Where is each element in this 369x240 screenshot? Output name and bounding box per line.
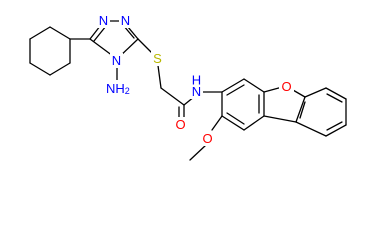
svg-text:N: N	[99, 13, 108, 28]
atom-label-furan-o: O	[279, 79, 294, 94]
svg-text:O: O	[202, 131, 212, 146]
aryl-methoxy-bond	[211, 115, 223, 131]
svg-text:S: S	[153, 51, 162, 66]
methoxy-methyl-bond	[189, 144, 207, 161]
svg-text:N: N	[112, 53, 121, 68]
atom-label-amide-n: N H	[190, 73, 203, 99]
atom-label-amino: NH2	[105, 80, 133, 96]
atom-label-n4: N	[110, 53, 123, 68]
svg-text:N: N	[121, 13, 130, 28]
svg-text:O: O	[175, 117, 185, 132]
svg-text:H: H	[192, 73, 201, 88]
atom-label-n1: N	[97, 13, 110, 28]
atom-label-carbonyl-o: O	[173, 117, 188, 132]
dibenzofuran-left-ring	[221, 78, 265, 131]
svg-text:NH2: NH2	[106, 81, 130, 97]
molecule-canvas: N N N NH2 S N H O O O	[29, 13, 347, 161]
atom-label-sulfur: S	[151, 51, 164, 66]
svg-text:N: N	[192, 84, 201, 99]
atom-label-methoxy-o: O	[200, 131, 215, 146]
dibenzofuran-right-ring	[295, 87, 347, 137]
methylene-carbonyl-bond	[160, 87, 185, 106]
svg-text:O: O	[281, 79, 291, 94]
cyclohexyl-ring	[29, 26, 71, 76]
structure-drawing: N N N NH2 S N H O O O	[29, 13, 347, 161]
atom-label-n2: N	[119, 13, 132, 28]
